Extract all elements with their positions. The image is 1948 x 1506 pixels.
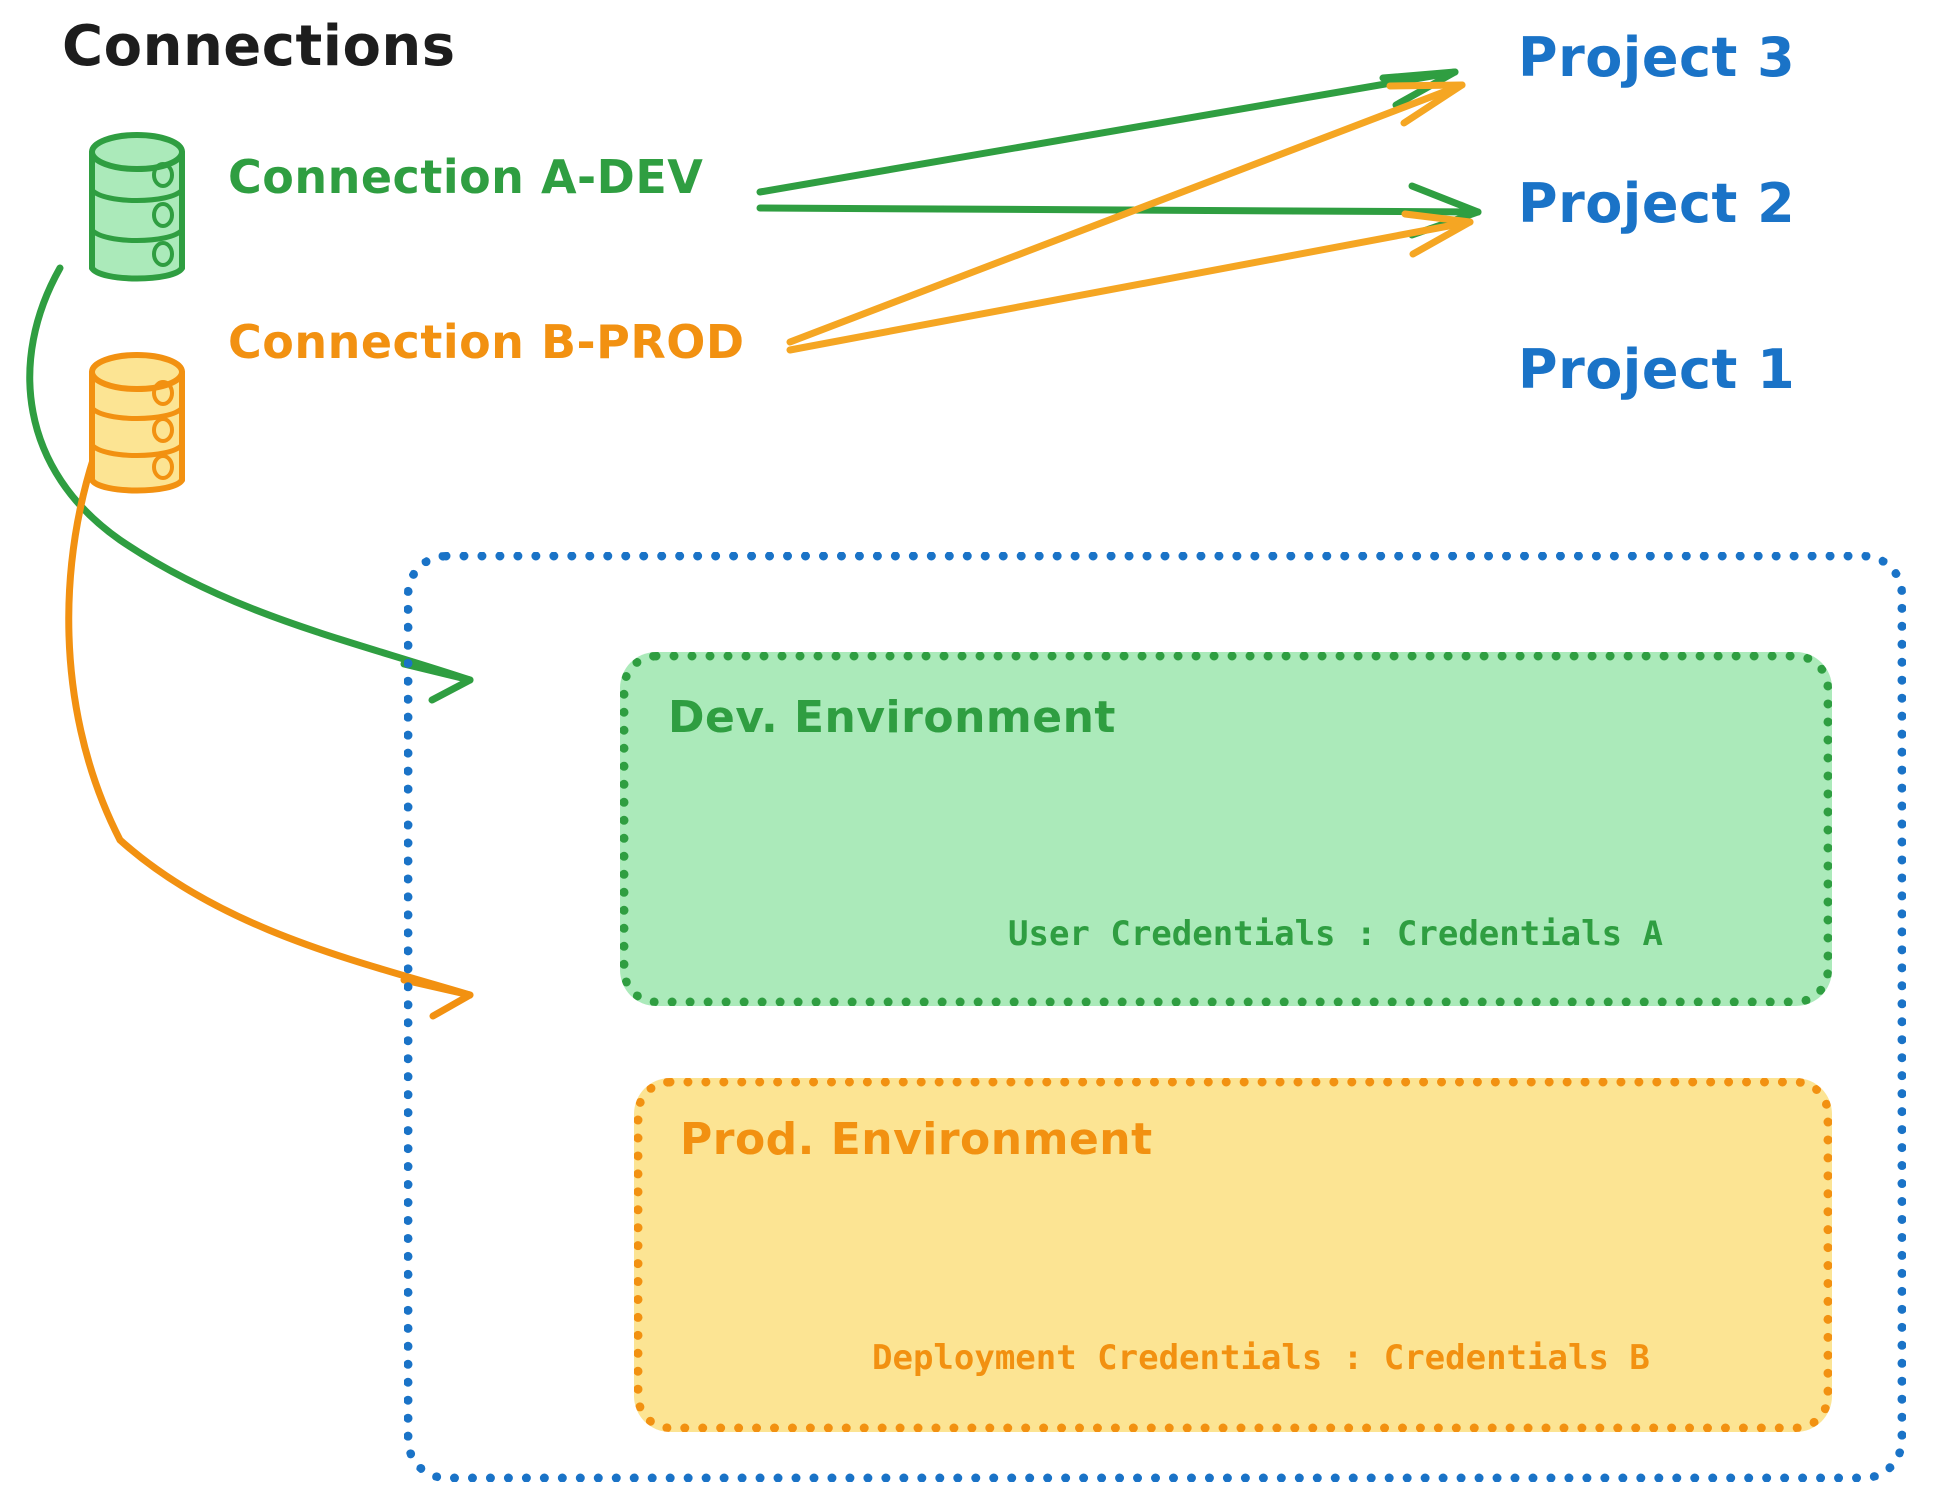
prod-environment-box[interactable]: [634, 1078, 1832, 1432]
dev-environment-credentials: User Credentials : Credentials A: [1008, 914, 1664, 954]
project-1-label[interactable]: Project 1: [1518, 338, 1796, 401]
project-1-container: [404, 552, 1906, 1482]
arrow-a-dev-to-dev-environment: [26, 264, 474, 704]
arrow-b-prod-to-prod-environment: [65, 406, 474, 1020]
dev-environment-box[interactable]: [620, 652, 1832, 1006]
project-2-label[interactable]: Project 2: [1518, 172, 1796, 235]
database-cylinder-icon: [89, 352, 185, 494]
prod-environment-credentials: Deployment Credentials : Credentials B: [872, 1338, 1650, 1378]
database-cylinder-icon: [89, 132, 185, 282]
page-title: Connections: [62, 14, 456, 79]
connection-a-dev-label[interactable]: Connection A-DEV: [228, 150, 704, 204]
project-3-label[interactable]: Project 3: [1518, 26, 1796, 89]
dev-environment-title: Dev. Environment: [668, 692, 1116, 743]
connection-b-prod-label[interactable]: Connection B-PROD: [228, 315, 745, 369]
prod-environment-title: Prod. Environment: [680, 1114, 1153, 1165]
arrow-b-prod-to-project2: [786, 210, 1474, 354]
arrow-b-prod-to-project3: [786, 81, 1466, 346]
